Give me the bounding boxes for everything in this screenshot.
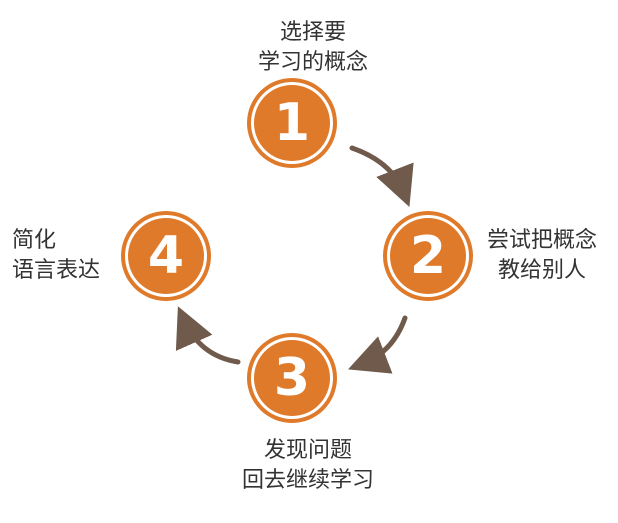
step-4-number: 4 — [147, 226, 185, 286]
step-2-number: 2 — [409, 226, 447, 286]
step-4-label-line-2: 语言表达 — [12, 258, 101, 283]
step-2-label: 尝试把概念 教给别人 — [478, 226, 606, 286]
step-3-label: 发现问题 回去继续学习 — [208, 436, 408, 496]
step-3-label-line-2: 回去继续学习 — [241, 468, 374, 493]
step-2-circle: 2 — [390, 218, 466, 294]
step-2-label-line-2: 教给别人 — [497, 258, 586, 283]
step-3-number: 3 — [273, 348, 311, 408]
step-2-label-line-1: 尝试把概念 — [486, 228, 597, 253]
step-1-number: 1 — [273, 93, 311, 153]
step-3-circle: 3 — [254, 340, 330, 416]
arrow-1-to-2 — [349, 145, 414, 207]
step-1-label: 选择要 学习的概念 — [218, 18, 408, 78]
step-1-circle: 1 — [254, 85, 330, 161]
arrow-2-to-3 — [348, 315, 408, 374]
step-4-label: 简化 语言表达 — [12, 226, 112, 286]
step-1-label-line-1: 选择要 — [279, 20, 346, 45]
step-4-circle: 4 — [128, 218, 204, 294]
step-3-label-line-1: 发现问题 — [263, 438, 352, 463]
arrow-3-to-4 — [175, 306, 241, 365]
step-4-label-line-1: 简化 — [12, 228, 57, 253]
step-1-label-line-2: 学习的概念 — [257, 50, 368, 75]
